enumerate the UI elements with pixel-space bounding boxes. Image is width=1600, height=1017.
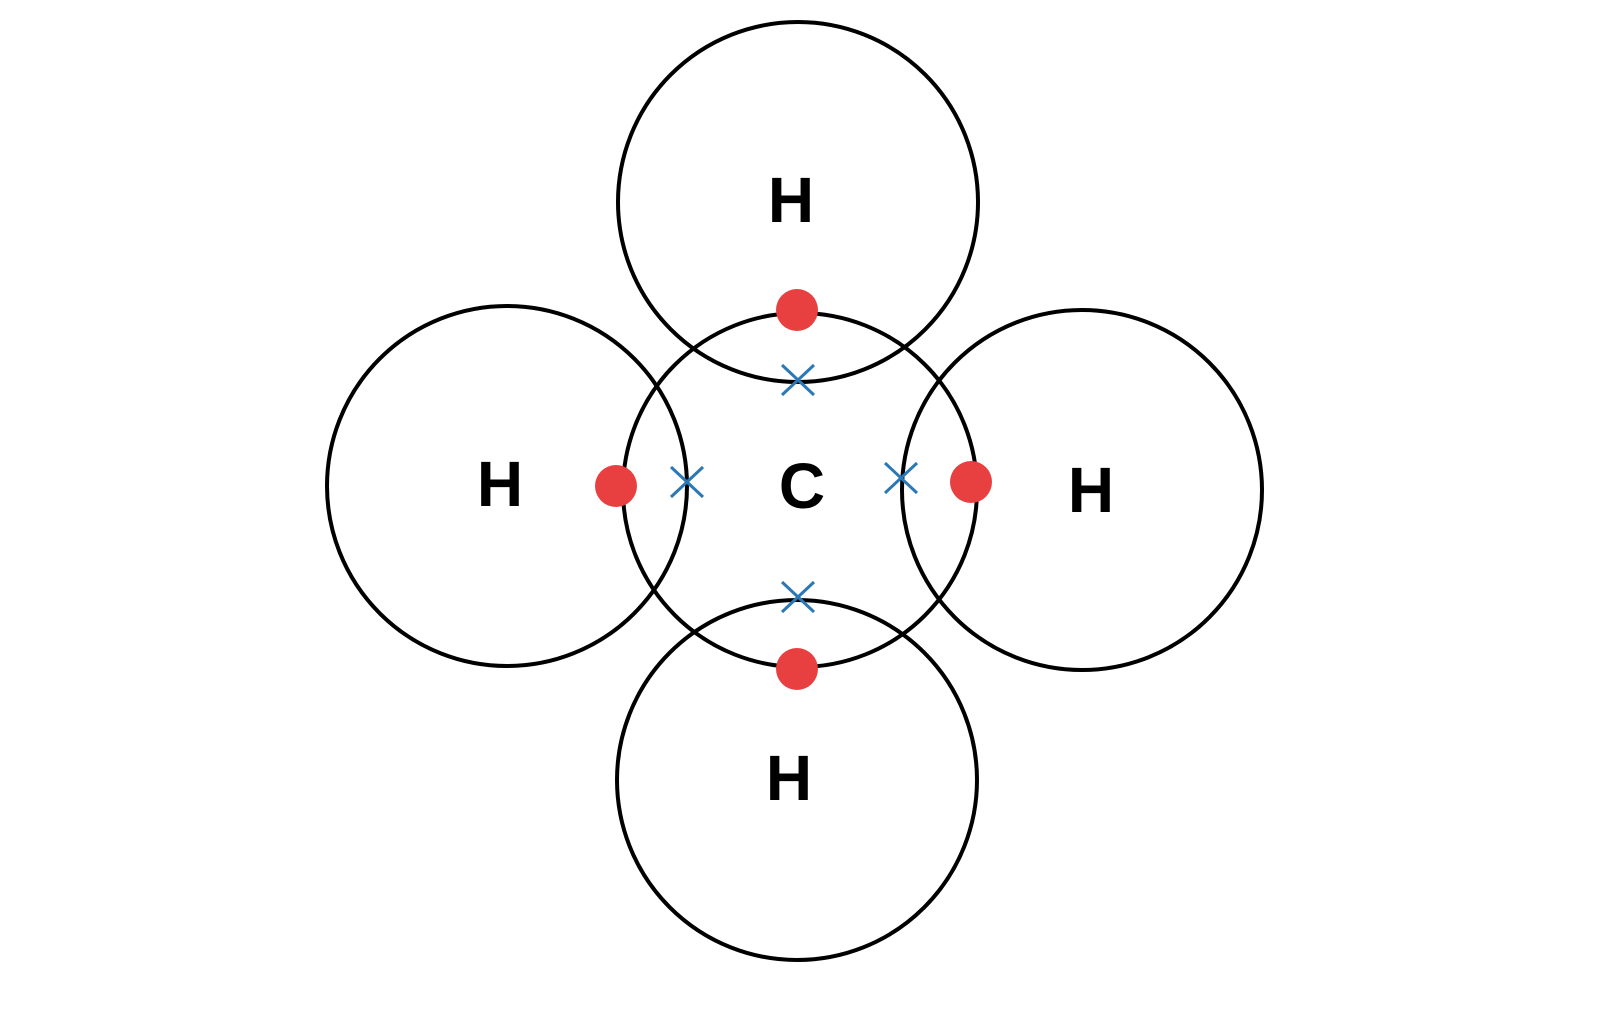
hydrogen-label-right: H	[1068, 454, 1114, 526]
hydrogen-electron-top	[776, 289, 818, 331]
hydrogen-electron-left	[595, 465, 637, 507]
hydrogen-shell-bottom	[615, 598, 979, 962]
carbon-electron-top	[780, 363, 816, 397]
hydrogen-shell-left	[325, 304, 689, 668]
carbon-electron-bottom	[780, 580, 816, 614]
hydrogen-electron-bottom	[776, 648, 818, 690]
hydrogen-label-left: H	[477, 448, 523, 520]
carbon-electron-right	[883, 461, 919, 495]
hydrogen-label-bottom: H	[766, 742, 812, 814]
hydrogen-shell-right	[900, 308, 1264, 672]
carbon-label: C	[779, 450, 825, 522]
hydrogen-label-top: H	[768, 164, 814, 236]
carbon-electron-left	[669, 465, 705, 499]
hydrogen-electron-right	[950, 461, 992, 503]
